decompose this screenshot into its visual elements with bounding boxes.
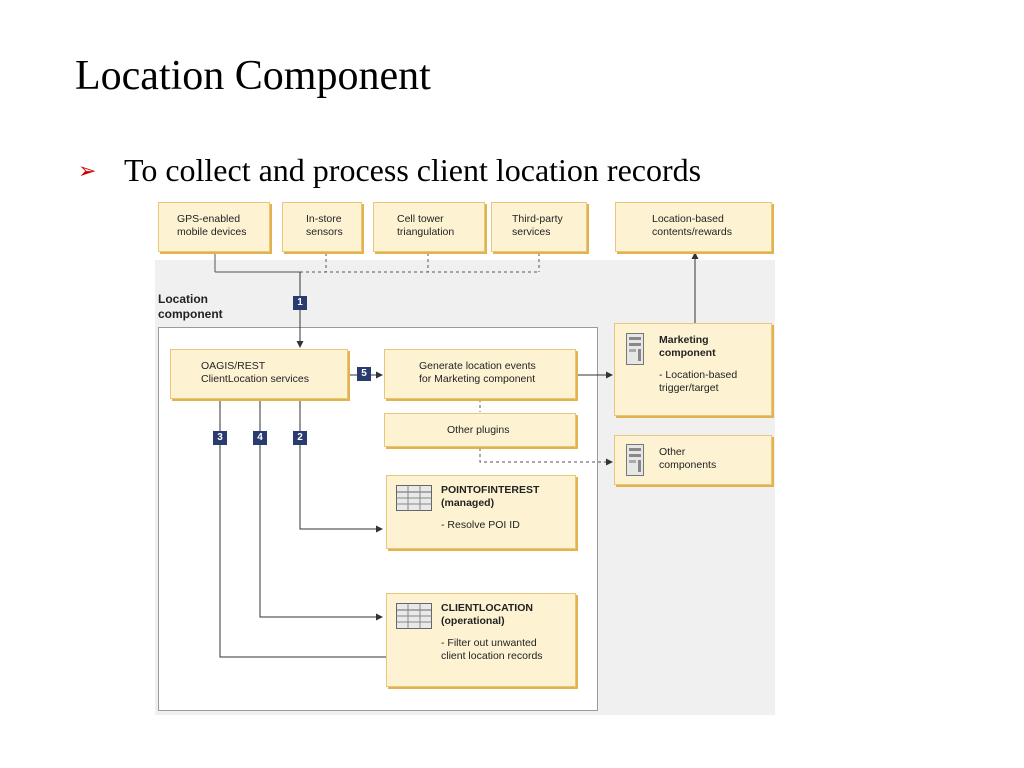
- generate-events-text: Generate location events for Marketing c…: [419, 360, 536, 385]
- step-badge-4: 4: [253, 431, 267, 445]
- pointofinterest-desc: - Resolve POI ID: [441, 519, 520, 531]
- source-instore-box: In-store sensors: [282, 202, 362, 252]
- marketing-desc: - Location-based trigger/target: [659, 369, 738, 394]
- server-icon: [626, 333, 644, 365]
- other-plugins-box: Other plugins: [384, 413, 576, 447]
- source-celltower-text: Cell tower triangulation: [397, 213, 455, 238]
- bullet-item: ➢ To collect and process client location …: [78, 152, 701, 189]
- source-gps-box: GPS-enabled mobile devices: [158, 202, 270, 252]
- clientlocation-title: CLIENTLOCATION (operational): [441, 602, 533, 627]
- other-plugins-text: Other plugins: [447, 424, 510, 436]
- location-component-label: Location component: [158, 292, 223, 321]
- source-thirdparty-box: Third-party services: [491, 202, 587, 252]
- location-based-contents-text: Location-based contents/rewards: [652, 213, 732, 238]
- step-badge-2: 2: [293, 431, 307, 445]
- table-icon: [396, 485, 432, 511]
- step-badge-1: 1: [293, 296, 307, 310]
- server-icon: [626, 444, 644, 476]
- bullet-arrow-icon: ➢: [78, 158, 97, 183]
- marketing-title: Marketing component: [659, 334, 716, 359]
- source-instore-text: In-store sensors: [306, 213, 343, 238]
- pointofinterest-title: POINTOFINTEREST (managed): [441, 484, 540, 509]
- source-celltower-box: Cell tower triangulation: [373, 202, 485, 252]
- bullet-text: To collect and process client location r…: [124, 152, 702, 188]
- oagis-services-text: OAGIS/REST ClientLocation services: [201, 360, 309, 385]
- other-components-text: Other components: [659, 446, 717, 471]
- location-based-contents-box: Location-based contents/rewards: [615, 202, 772, 252]
- slide-title: Location Component: [75, 53, 431, 99]
- step-badge-5: 5: [357, 367, 371, 381]
- generate-events-box: Generate location events for Marketing c…: [384, 349, 576, 399]
- location-component-diagram: GPS-enabled mobile devices In-store sens…: [150, 195, 780, 720]
- table-icon: [396, 603, 432, 629]
- clientlocation-desc: - Filter out unwanted client location re…: [441, 637, 543, 662]
- source-gps-text: GPS-enabled mobile devices: [177, 213, 247, 238]
- source-thirdparty-text: Third-party services: [512, 213, 563, 238]
- step-badge-3: 3: [213, 431, 227, 445]
- oagis-services-box: OAGIS/REST ClientLocation services: [170, 349, 348, 399]
